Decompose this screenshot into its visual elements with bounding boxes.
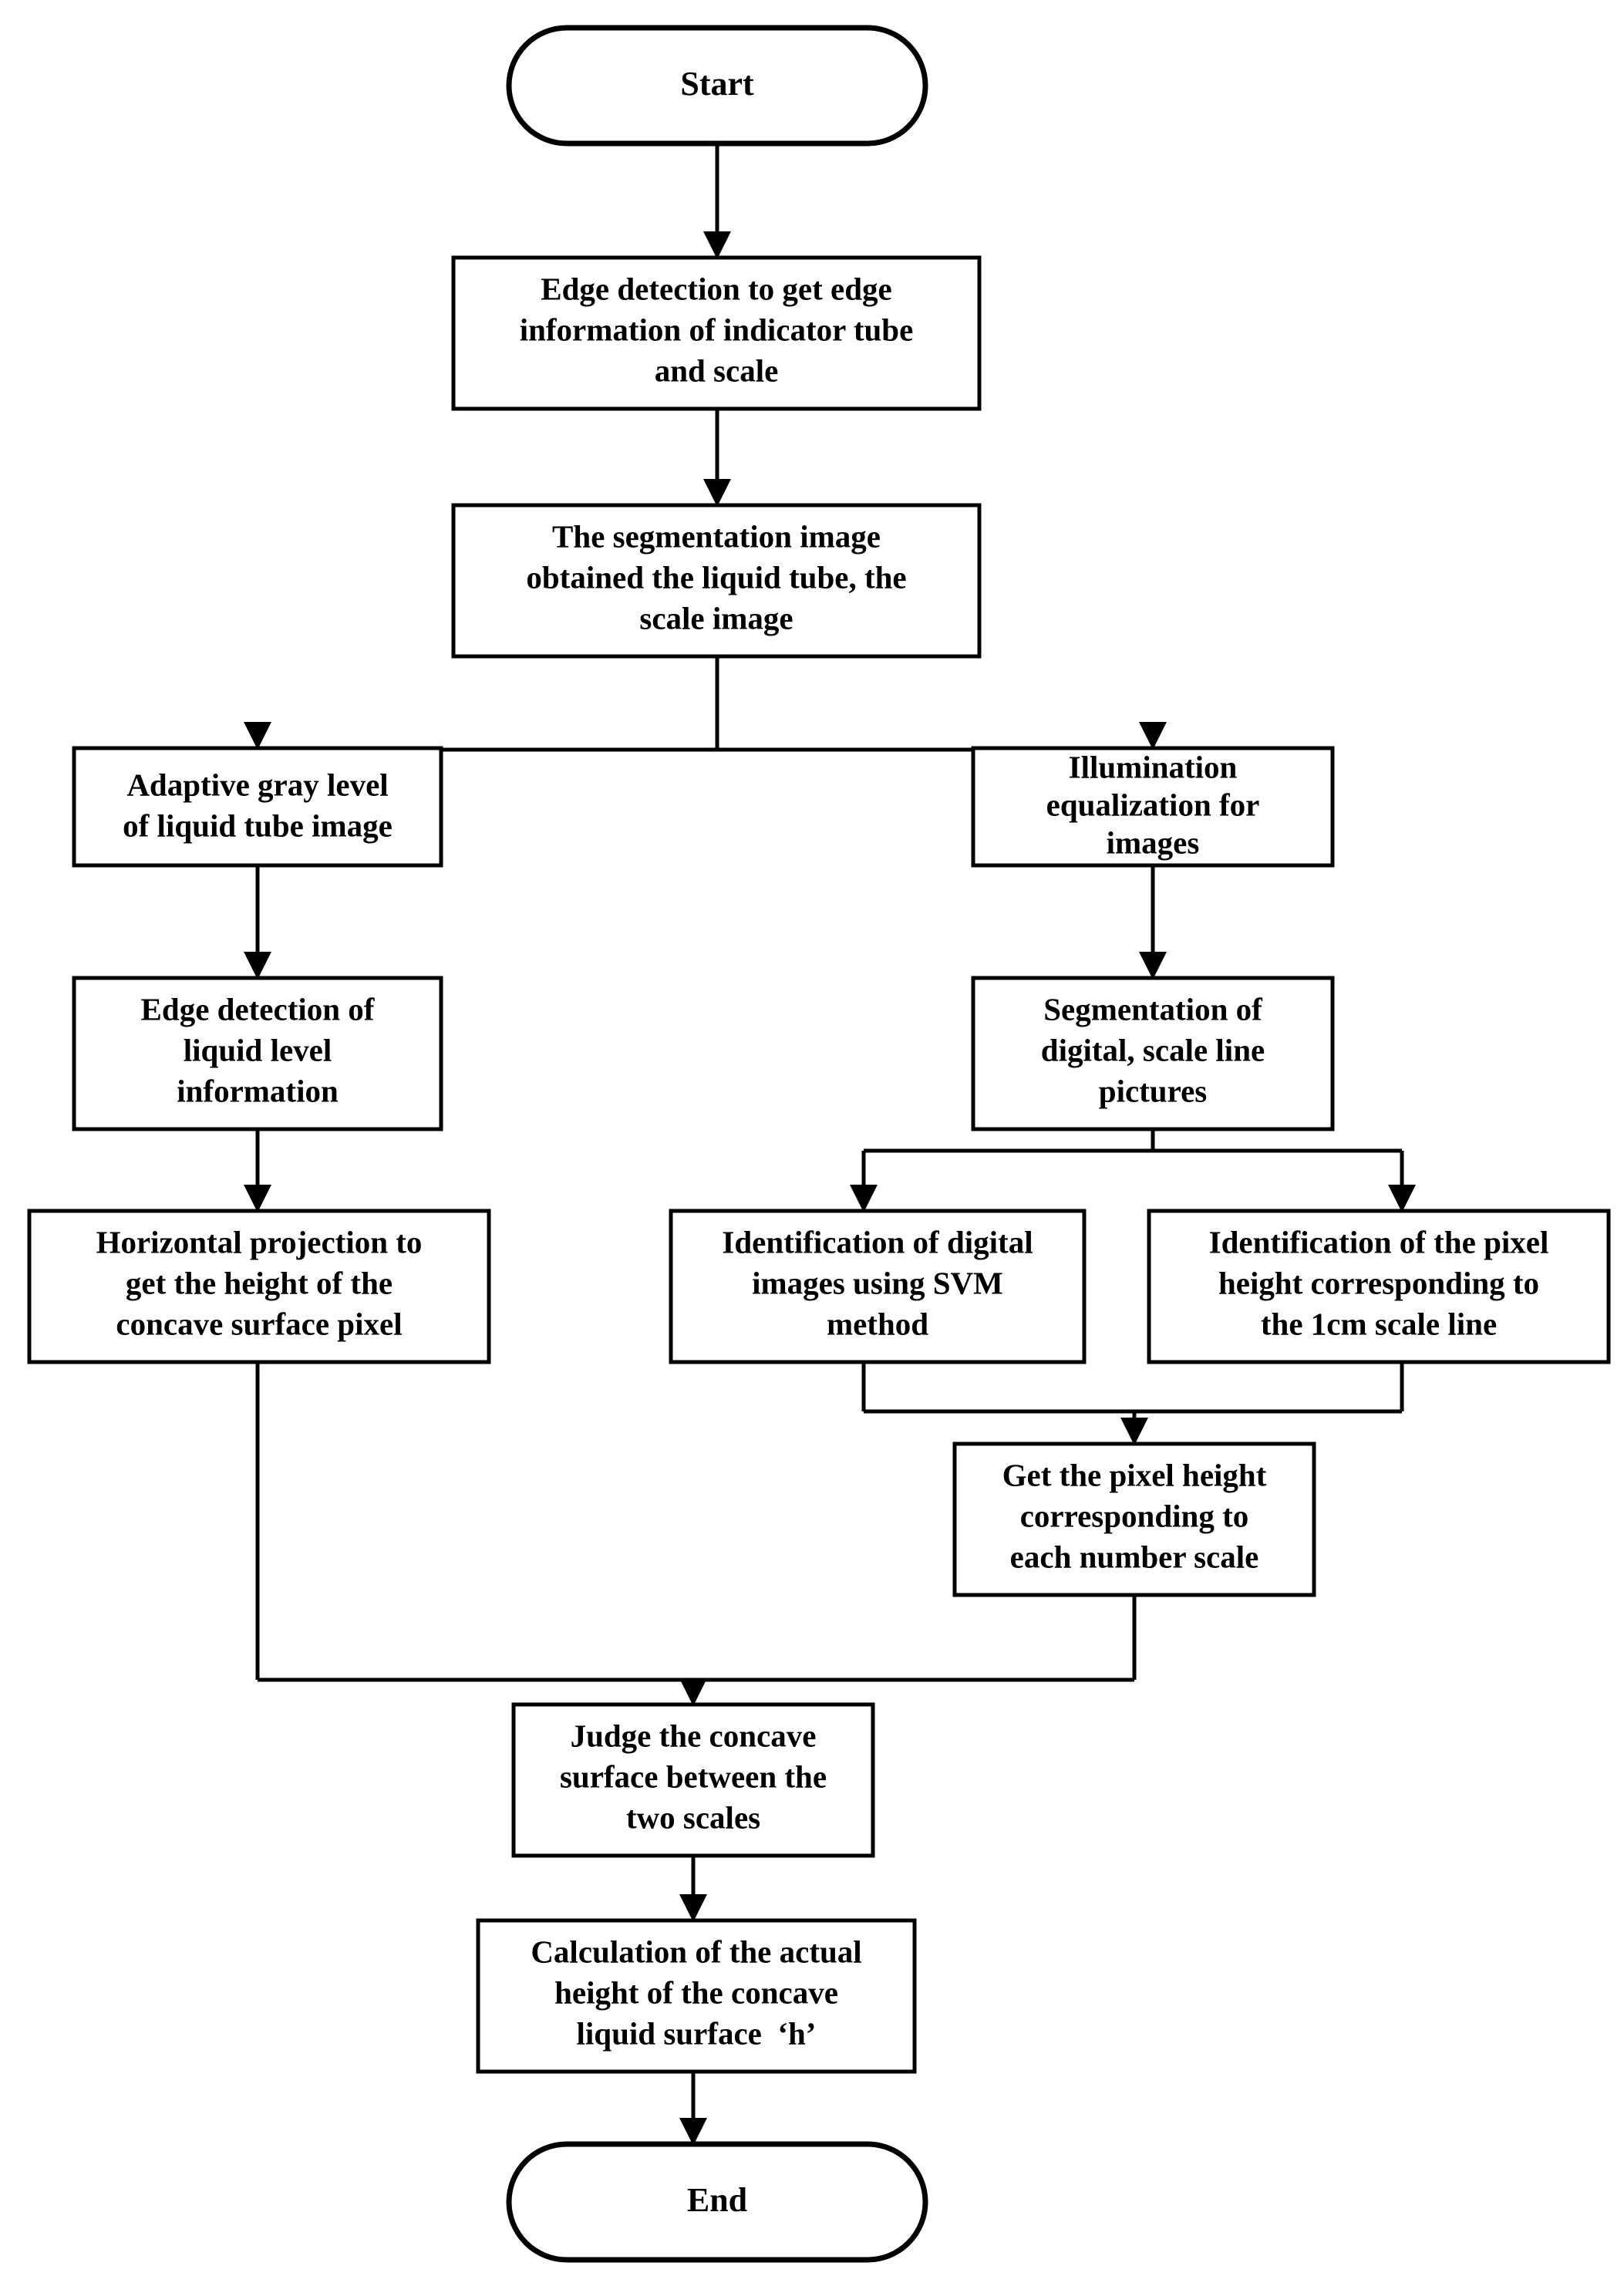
node-identification-digital-svm[interactable]: Identification of digital images using S… xyxy=(669,1209,1087,1364)
get-pixel-height-each-scale-line-3: each number scale xyxy=(1010,1539,1259,1574)
node-get-pixel-height-each-scale[interactable]: Get the pixel height corresponding to ea… xyxy=(952,1441,1316,1597)
segmentation-image-line-2: obtained the liquid tube, the xyxy=(526,559,906,595)
node-edge-detection-tube[interactable]: Edge detection to get edge information o… xyxy=(451,255,982,411)
node-end[interactable]: End xyxy=(506,2141,928,2263)
node-segmentation-image[interactable]: The segmentation image obtained the liqu… xyxy=(451,503,982,659)
node-horizontal-projection[interactable]: Horizontal projection to get the height … xyxy=(27,1209,491,1364)
edge-right-branch-to-judge xyxy=(679,1595,1137,1706)
edge-left-branch-to-judge xyxy=(255,1362,693,1682)
edge-start-to-edge-detection xyxy=(703,143,731,259)
adaptive-gray-level-line-1: Adaptive gray level xyxy=(126,767,388,802)
node-edge-detection-liquid-level[interactable]: Edge detection of liquid level informati… xyxy=(72,976,443,1131)
judge-concave-surface-line-2: surface between the xyxy=(560,1758,827,1794)
edge-detection-liquid-level-line-2: liquid level xyxy=(184,1032,332,1067)
node-calculation-actual-height[interactable]: Calculation of the actual height of the … xyxy=(476,1918,917,2074)
edge-segmentation-to-adaptive-gray xyxy=(244,722,271,750)
identification-digital-svm-line-2: images using SVM xyxy=(752,1265,1003,1300)
node-start[interactable]: Start xyxy=(506,25,928,147)
get-pixel-height-each-scale-line-2: corresponding to xyxy=(1020,1498,1249,1533)
edge-split-top xyxy=(255,656,1155,752)
adaptive-gray-level-box xyxy=(72,746,443,868)
segmentation-digital-scale-line-3: pictures xyxy=(1099,1073,1207,1108)
judge-concave-surface-line-3: two scales xyxy=(626,1799,760,1835)
segmentation-digital-scale-box xyxy=(971,976,1335,1131)
judge-concave-surface-box xyxy=(511,1702,875,1858)
horizontal-projection-line-1: Horizontal projection to xyxy=(96,1224,423,1259)
illumination-equalization-line-1: Illumination xyxy=(1069,749,1238,784)
judge-concave-surface-line-1: Judge the concave xyxy=(571,1718,817,1753)
segmentation-image-box xyxy=(451,503,982,659)
identification-digital-svm-line-1: Identification of digital xyxy=(722,1224,1033,1259)
adaptive-gray-level-line-2: of liquid tube image xyxy=(123,808,393,843)
edge-segmentation-digital-to-svm xyxy=(850,1151,878,1212)
node-identification-pixel-height-1cm[interactable]: Identification of the pixel height corre… xyxy=(1147,1209,1611,1364)
get-pixel-height-each-scale-box xyxy=(952,1441,1316,1597)
identification-digital-svm-line-3: method xyxy=(827,1306,928,1341)
end-terminator-shape xyxy=(506,2141,928,2263)
calculation-actual-height-box xyxy=(476,1918,917,2074)
calculation-actual-height-line-3: liquid surface ‘h’ xyxy=(577,2015,817,2051)
segmentation-digital-scale-line-2: digital, scale line xyxy=(1041,1032,1265,1067)
edge-split-digital xyxy=(864,1129,1402,1153)
identification-digital-svm-box xyxy=(669,1209,1087,1364)
node-judge-concave-surface[interactable]: Judge the concave surface between the tw… xyxy=(511,1702,875,1858)
node-segmentation-digital-scale[interactable]: Segmentation of digital, scale line pict… xyxy=(971,976,1335,1131)
illumination-equalization-line-2: equalization for xyxy=(1046,787,1260,822)
edge-detection-liquid-level-line-3: information xyxy=(177,1073,339,1108)
identification-pixel-height-1cm-line-3: the 1cm scale line xyxy=(1261,1306,1497,1341)
edge-detection-tube-line-2: information of indicator tube xyxy=(520,312,914,347)
segmentation-digital-scale-line-1: Segmentation of xyxy=(1043,991,1263,1027)
node-illumination-equalization[interactable]: Illumination equalization for images xyxy=(971,746,1335,868)
edge-judge-to-calculation xyxy=(679,1856,707,1922)
segmentation-image-line-1: The segmentation image xyxy=(552,518,881,554)
edge-edge-detection-to-segmentation xyxy=(703,409,731,507)
edge-detection-tube-box xyxy=(451,255,982,411)
edge-detection-liquid-level-line-1: Edge detection of xyxy=(141,991,376,1027)
start-label: Start xyxy=(680,65,754,103)
illumination-equalization-box xyxy=(971,746,1335,868)
horizontal-projection-line-2: get the height of the xyxy=(126,1265,393,1300)
horizontal-projection-line-3: concave surface pixel xyxy=(116,1306,402,1341)
edge-detection-tube-line-3: and scale xyxy=(655,352,779,388)
segmentation-image-line-3: scale image xyxy=(639,600,793,636)
start-terminator-shape xyxy=(506,25,928,147)
get-pixel-height-each-scale-line-1: Get the pixel height xyxy=(1002,1457,1267,1492)
horizontal-projection-box xyxy=(27,1209,491,1364)
edge-svm-and-1cm-to-get-pixel-height xyxy=(861,1362,1404,1445)
edge-adaptive-gray-to-edge-liquid xyxy=(244,865,271,980)
node-adaptive-gray-level[interactable]: Adaptive gray level of liquid tube image xyxy=(72,746,443,868)
edge-detection-liquid-level-box xyxy=(72,976,443,1131)
edge-detection-tube-line-1: Edge detection to get edge xyxy=(541,271,891,306)
identification-pixel-height-1cm-line-1: Identification of the pixel xyxy=(1209,1224,1549,1259)
edge-calculation-to-end xyxy=(679,2072,707,2146)
edge-illumination-to-segmentation-digital xyxy=(1139,865,1167,980)
edge-segmentation-digital-to-1cm xyxy=(1388,1151,1416,1212)
identification-pixel-height-1cm-box xyxy=(1147,1209,1611,1364)
calculation-actual-height-line-1: Calculation of the actual xyxy=(531,1934,861,1969)
illumination-equalization-line-3: images xyxy=(1107,824,1200,860)
end-label: End xyxy=(687,2181,747,2219)
edge-edge-liquid-to-horizontal-projection xyxy=(244,1129,271,1212)
edge-segmentation-to-illumination xyxy=(1139,722,1167,750)
identification-pixel-height-1cm-line-2: height corresponding to xyxy=(1218,1265,1539,1300)
calculation-actual-height-line-2: height of the concave xyxy=(554,1974,838,2010)
